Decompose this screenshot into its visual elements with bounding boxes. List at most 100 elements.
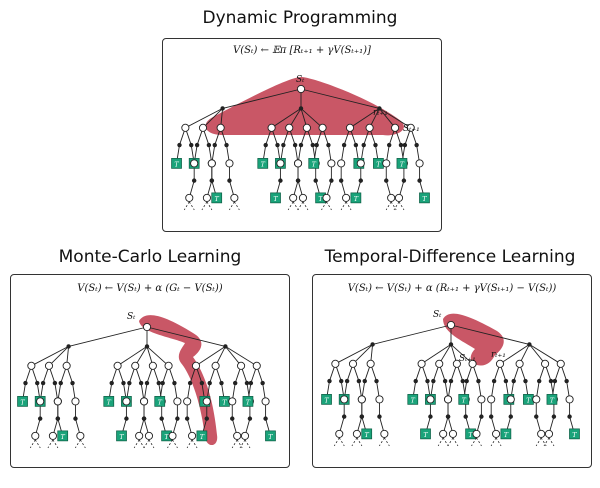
dp-continuation (398, 201, 405, 211)
td-state-node (331, 359, 340, 368)
td-action-node (448, 342, 454, 347)
dp-terminal-label: T (312, 160, 317, 168)
td-action-node (448, 378, 454, 384)
td-state-node (495, 359, 505, 368)
mc-state-node (202, 397, 211, 406)
mc-terminal-label: T (158, 398, 163, 406)
dp-terminal-label: T (273, 195, 278, 203)
td-tree-edge (529, 344, 561, 365)
mc-continuation (167, 439, 173, 449)
mc-state-node (131, 361, 140, 370)
mc-action-node (144, 380, 150, 386)
dp-node-label: Sₜ (296, 75, 305, 85)
dp-tree-edge (379, 108, 396, 129)
dp-terminal-label: T (174, 160, 179, 168)
mc-action-node (248, 380, 254, 386)
mc-action-node (199, 380, 205, 386)
mc-terminal-node (265, 430, 276, 442)
dp-state-node (294, 159, 303, 168)
dp-action-node (358, 178, 363, 183)
mc-state-node (252, 361, 261, 370)
dp-terminal-node (270, 192, 281, 204)
dp-tree-edge (271, 108, 302, 129)
dp-state-node (225, 159, 234, 168)
mc-action-node (37, 416, 43, 421)
dp-tree-edge (300, 108, 323, 129)
mc-tree-edge (225, 346, 242, 367)
td-continuation (379, 437, 385, 447)
mc-terminal-node (17, 396, 28, 407)
dp-terminal-label: T (354, 195, 359, 203)
td-tree-edge (352, 344, 373, 365)
mc-action-node (159, 416, 164, 421)
td-terminal-label: T (504, 431, 509, 439)
td-continuation (356, 437, 363, 447)
td-state-node (366, 359, 375, 368)
td-state-node (417, 359, 426, 368)
td-continuation (452, 437, 459, 447)
dp-action-node (298, 142, 304, 148)
td-state-node (541, 359, 550, 368)
dp-action-node (189, 142, 194, 148)
td-continuation (442, 437, 449, 447)
td-state-node (348, 359, 358, 368)
dp-backup-tree: TTTTTTTTTTTTTSₜrₜ₊₁Sₜ₊₁ (171, 75, 430, 211)
dp-state-node (296, 84, 306, 94)
dp-continuation (385, 201, 392, 211)
mc-action-node (172, 380, 177, 386)
mc-continuation (239, 439, 246, 449)
dp-state-node (391, 123, 400, 132)
dp-continuation (201, 201, 208, 211)
mc-state-node (140, 397, 149, 406)
mc-state-node (168, 431, 177, 440)
mc-action-node (66, 344, 71, 349)
dp-state-node (365, 123, 374, 132)
dp-continuation (345, 201, 352, 211)
mc-action-node (233, 380, 238, 386)
mc-terminal-label: T (164, 433, 169, 441)
td-terminal-node (407, 394, 419, 405)
dp-state-node (337, 159, 346, 168)
td-action-node (464, 378, 469, 384)
dp-state-node (285, 123, 294, 132)
dp-continuation (292, 201, 299, 211)
dp-action-node (275, 142, 280, 148)
dp-action-node (194, 142, 200, 148)
mc-node-label: Sₜ (127, 312, 136, 322)
td-continuation (338, 437, 345, 447)
td-action-node (359, 414, 365, 419)
td-terminal-label: T (423, 431, 428, 439)
mc-terminal-label: T (246, 398, 251, 406)
mc-tree-edge (31, 346, 69, 367)
td-continuation (333, 437, 340, 447)
dp-node-label: Sₜ₊₁ (403, 124, 420, 134)
mc-state-node (191, 361, 201, 370)
dp-action-node (224, 142, 229, 148)
dp-continuation (390, 201, 397, 211)
mc-state-node (135, 431, 144, 440)
td-terminal-label: T (550, 396, 555, 404)
td-backup-tree: TTTTTTTTTTTTTSₜrₜ₊₁Sₜ₊₁ (321, 310, 580, 447)
mc-action-node (58, 380, 63, 386)
mc-state-node (76, 431, 85, 440)
mc-continuation (143, 439, 150, 449)
td-continuation (490, 437, 497, 447)
mc-action-node (55, 416, 61, 421)
td-state-node (492, 429, 501, 438)
dp-state-node (267, 123, 276, 132)
dp-state-node (181, 123, 190, 132)
mc-tree-edge (146, 326, 226, 347)
dp-action-node (402, 142, 408, 148)
td-state-node (452, 359, 461, 368)
dp-action-node (401, 178, 407, 183)
td-terminal-label: T (462, 396, 467, 404)
td-node-label: Sₜ (433, 310, 442, 320)
dp-state-node (322, 193, 331, 202)
dp-continuation (188, 201, 195, 211)
td-action-node (511, 378, 516, 384)
td-terminal-label: T (411, 396, 416, 404)
mc-terminal-node (196, 430, 208, 442)
td-state-node (340, 395, 349, 404)
mc-state-node (48, 431, 57, 440)
td-action-node (431, 378, 436, 384)
